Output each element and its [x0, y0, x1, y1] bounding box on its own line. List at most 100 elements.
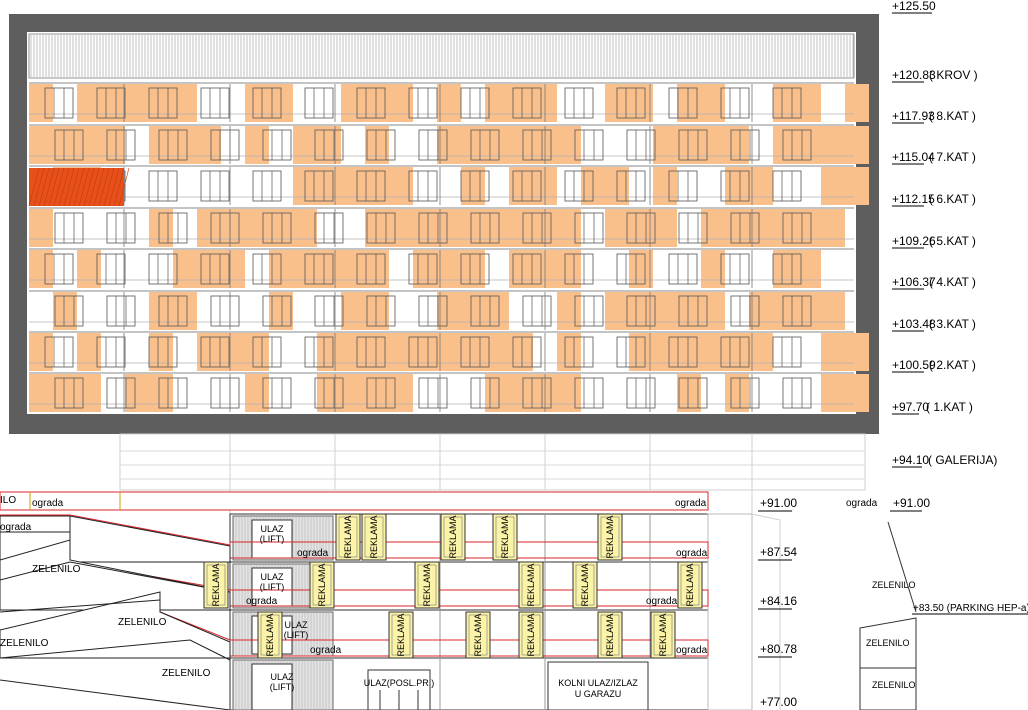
- facade-panel: [797, 84, 821, 122]
- facade-panel: [77, 333, 101, 371]
- window: [304, 170, 334, 202]
- fence-label: ograda: [675, 498, 707, 509]
- window: [782, 295, 812, 327]
- level-elevation: +109.26: [892, 234, 936, 248]
- window: [574, 212, 604, 244]
- podium-fence-labels: ograda ograda ograda ograda ograda ograd…: [246, 548, 708, 656]
- facade-panel: [845, 333, 869, 371]
- window: [418, 129, 448, 161]
- window: [626, 212, 656, 244]
- podium-level: +77.00: [760, 695, 797, 709]
- facade-panel: [413, 250, 437, 288]
- level-name: ( 4.KAT ): [929, 275, 976, 289]
- window: [522, 129, 552, 161]
- facade-panel: [341, 292, 365, 330]
- window: [44, 87, 74, 119]
- level-elevation: +100.59: [892, 358, 936, 372]
- facade-panel: [245, 333, 269, 371]
- facade-panel: [845, 126, 869, 164]
- facade-panel: [629, 84, 653, 122]
- level-annotation: +112.15 ( 6.KAT ): [892, 192, 976, 207]
- window: [782, 212, 812, 244]
- fence-label: ograda: [310, 645, 342, 656]
- facade-panel: [29, 250, 53, 288]
- window: [200, 170, 230, 202]
- window: [626, 129, 656, 161]
- level-annotation: +94.10 ( GALERIJA): [892, 453, 997, 468]
- facade-panel: [629, 209, 653, 247]
- fence-label: ograda: [676, 645, 708, 656]
- roof-parapet: [28, 33, 855, 79]
- billboard: REKLAMA: [414, 561, 440, 609]
- parking-level: +83.50 (PARKING HEP-a): [913, 603, 1028, 614]
- level-elevation: +112.15: [892, 192, 935, 206]
- highlighted-unit: [29, 168, 124, 206]
- facade-panel: [509, 374, 533, 412]
- window: [418, 212, 448, 244]
- window: [148, 336, 178, 368]
- window: [720, 170, 750, 202]
- window: [210, 212, 240, 244]
- facade-panel: [293, 209, 317, 247]
- window: [200, 253, 230, 285]
- window: [408, 170, 438, 202]
- facade-panel: [701, 126, 725, 164]
- facade-panel: [341, 84, 365, 122]
- facade-panel: [701, 84, 725, 122]
- fence-label: ograda: [846, 498, 878, 509]
- podium-level: +84.16: [760, 594, 797, 608]
- fence-label: ograda: [646, 596, 678, 607]
- window: [730, 377, 760, 409]
- facade-panel: [437, 292, 461, 330]
- window: [782, 129, 812, 161]
- facade-panel: [557, 209, 581, 247]
- facade-panel: [845, 167, 869, 205]
- facade-panel: [725, 333, 749, 371]
- level-name: ( 7.KAT ): [929, 150, 976, 164]
- facade-panel: [509, 167, 533, 205]
- facade-panel: [341, 167, 365, 205]
- facade-panel: [845, 84, 869, 122]
- facade-panel: [53, 292, 77, 330]
- window: [512, 253, 542, 285]
- facade-panel: [773, 84, 797, 122]
- window: [356, 253, 386, 285]
- lift-entrance-label: ULAZ: [260, 572, 284, 582]
- facade-panel: [485, 209, 509, 247]
- window: [574, 129, 604, 161]
- facade-panel: [77, 250, 101, 288]
- window: [44, 253, 74, 285]
- facade-panel: [629, 292, 653, 330]
- window: [44, 336, 74, 368]
- facade-panel: [437, 209, 461, 247]
- facade-panel: [701, 209, 725, 247]
- greenery-labels: ZELENILO ZELENILO ZELENILO ZELENILO ogra…: [0, 522, 211, 679]
- level-elevation: +94.10: [892, 453, 929, 467]
- roof-hatch: [30, 35, 854, 77]
- window: [148, 170, 178, 202]
- window: [616, 253, 646, 285]
- window: [678, 295, 708, 327]
- facade-panel: [365, 292, 389, 330]
- window: [408, 336, 438, 368]
- window: [262, 129, 292, 161]
- facade-panel: [485, 292, 509, 330]
- window: [772, 170, 802, 202]
- podium-level-annotations: +87.54 +84.16 +80.78 +77.00: [758, 545, 797, 709]
- facade-panel: [629, 333, 653, 371]
- facade-panel: [437, 250, 461, 288]
- window: [616, 87, 646, 119]
- facade-panel: [149, 374, 173, 412]
- level-annotation: +120.83 ( KROV ): [892, 68, 978, 83]
- level-name: ( 1.KAT ): [926, 400, 973, 414]
- facade-panel: [245, 126, 269, 164]
- facade-panel: [29, 126, 53, 164]
- billboard-label: REKLAMA: [580, 563, 590, 606]
- facade-panel: [221, 250, 245, 288]
- facade-panel: [413, 333, 437, 371]
- facade-panel: [317, 333, 341, 371]
- facade-panel: [461, 167, 485, 205]
- window: [356, 336, 386, 368]
- facade-panel: [317, 167, 341, 205]
- billboard-label: REKLAMA: [265, 613, 275, 656]
